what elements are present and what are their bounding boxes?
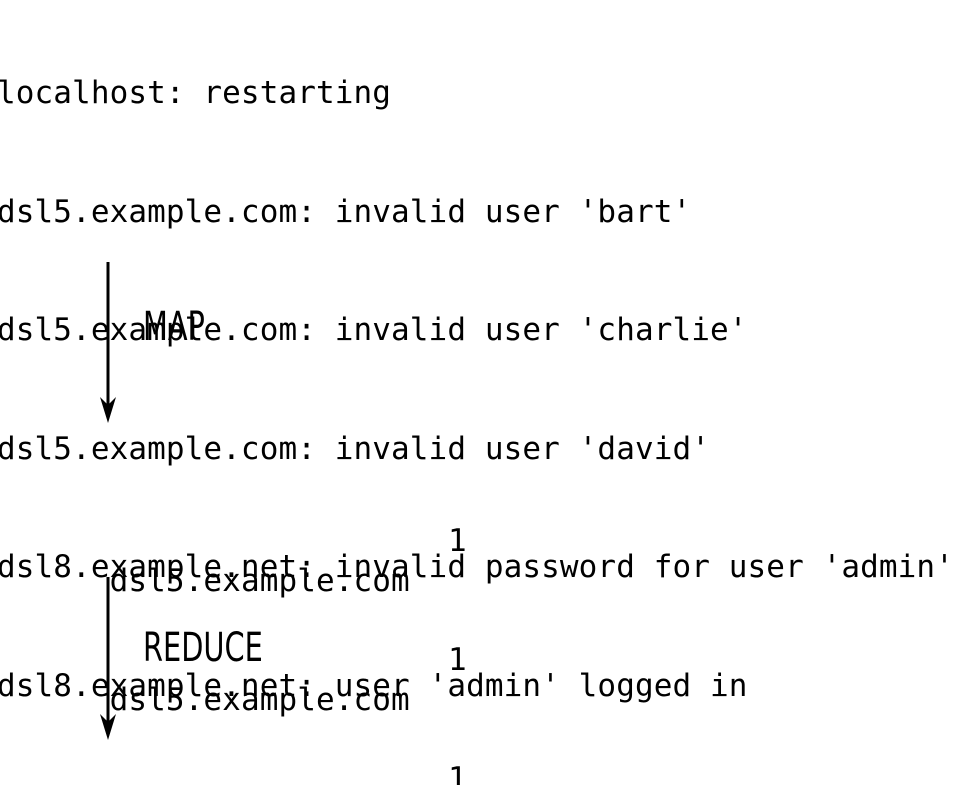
log-line: dsl5.example.com: invalid user 'charlie' — [0, 312, 748, 348]
map-output-row: dsl5.example.com 1 — [0, 521, 467, 599]
map-output-block: dsl5.example.com 1 dsl5.example.com 1 ds… — [0, 442, 467, 785]
map-output-row: dsl5.example.com 1 — [0, 640, 467, 718]
map-output-row: dsl5.example.com 1 — [0, 759, 467, 785]
reduce-output-block: dsl5.example.com 3 — [0, 742, 410, 785]
log-line: dsl5.example.com: invalid user 'david' — [0, 430, 711, 467]
map-output-value: 1 — [448, 523, 467, 559]
map-output-value: 1 — [448, 761, 467, 785]
reduce-arrow-icon — [100, 577, 116, 740]
map-output-key: dsl5.example.com — [109, 563, 410, 599]
map-arrow-icon — [100, 262, 116, 423]
map-output-value: 1 — [448, 642, 467, 678]
log-line: dsl8.example.net: user 'admin' logged in — [0, 667, 748, 704]
log-line: dsl5.example.com: invalid user 'bart' — [0, 193, 692, 230]
map-output-key: dsl5.example.com — [109, 682, 410, 718]
reduce-stage-label: REDUCE — [143, 625, 263, 671]
map-stage-label: MAP — [143, 304, 205, 350]
log-line: dsl8.example.net: invalid password for u… — [0, 549, 954, 585]
log-line: localhost: restarting — [0, 75, 392, 111]
